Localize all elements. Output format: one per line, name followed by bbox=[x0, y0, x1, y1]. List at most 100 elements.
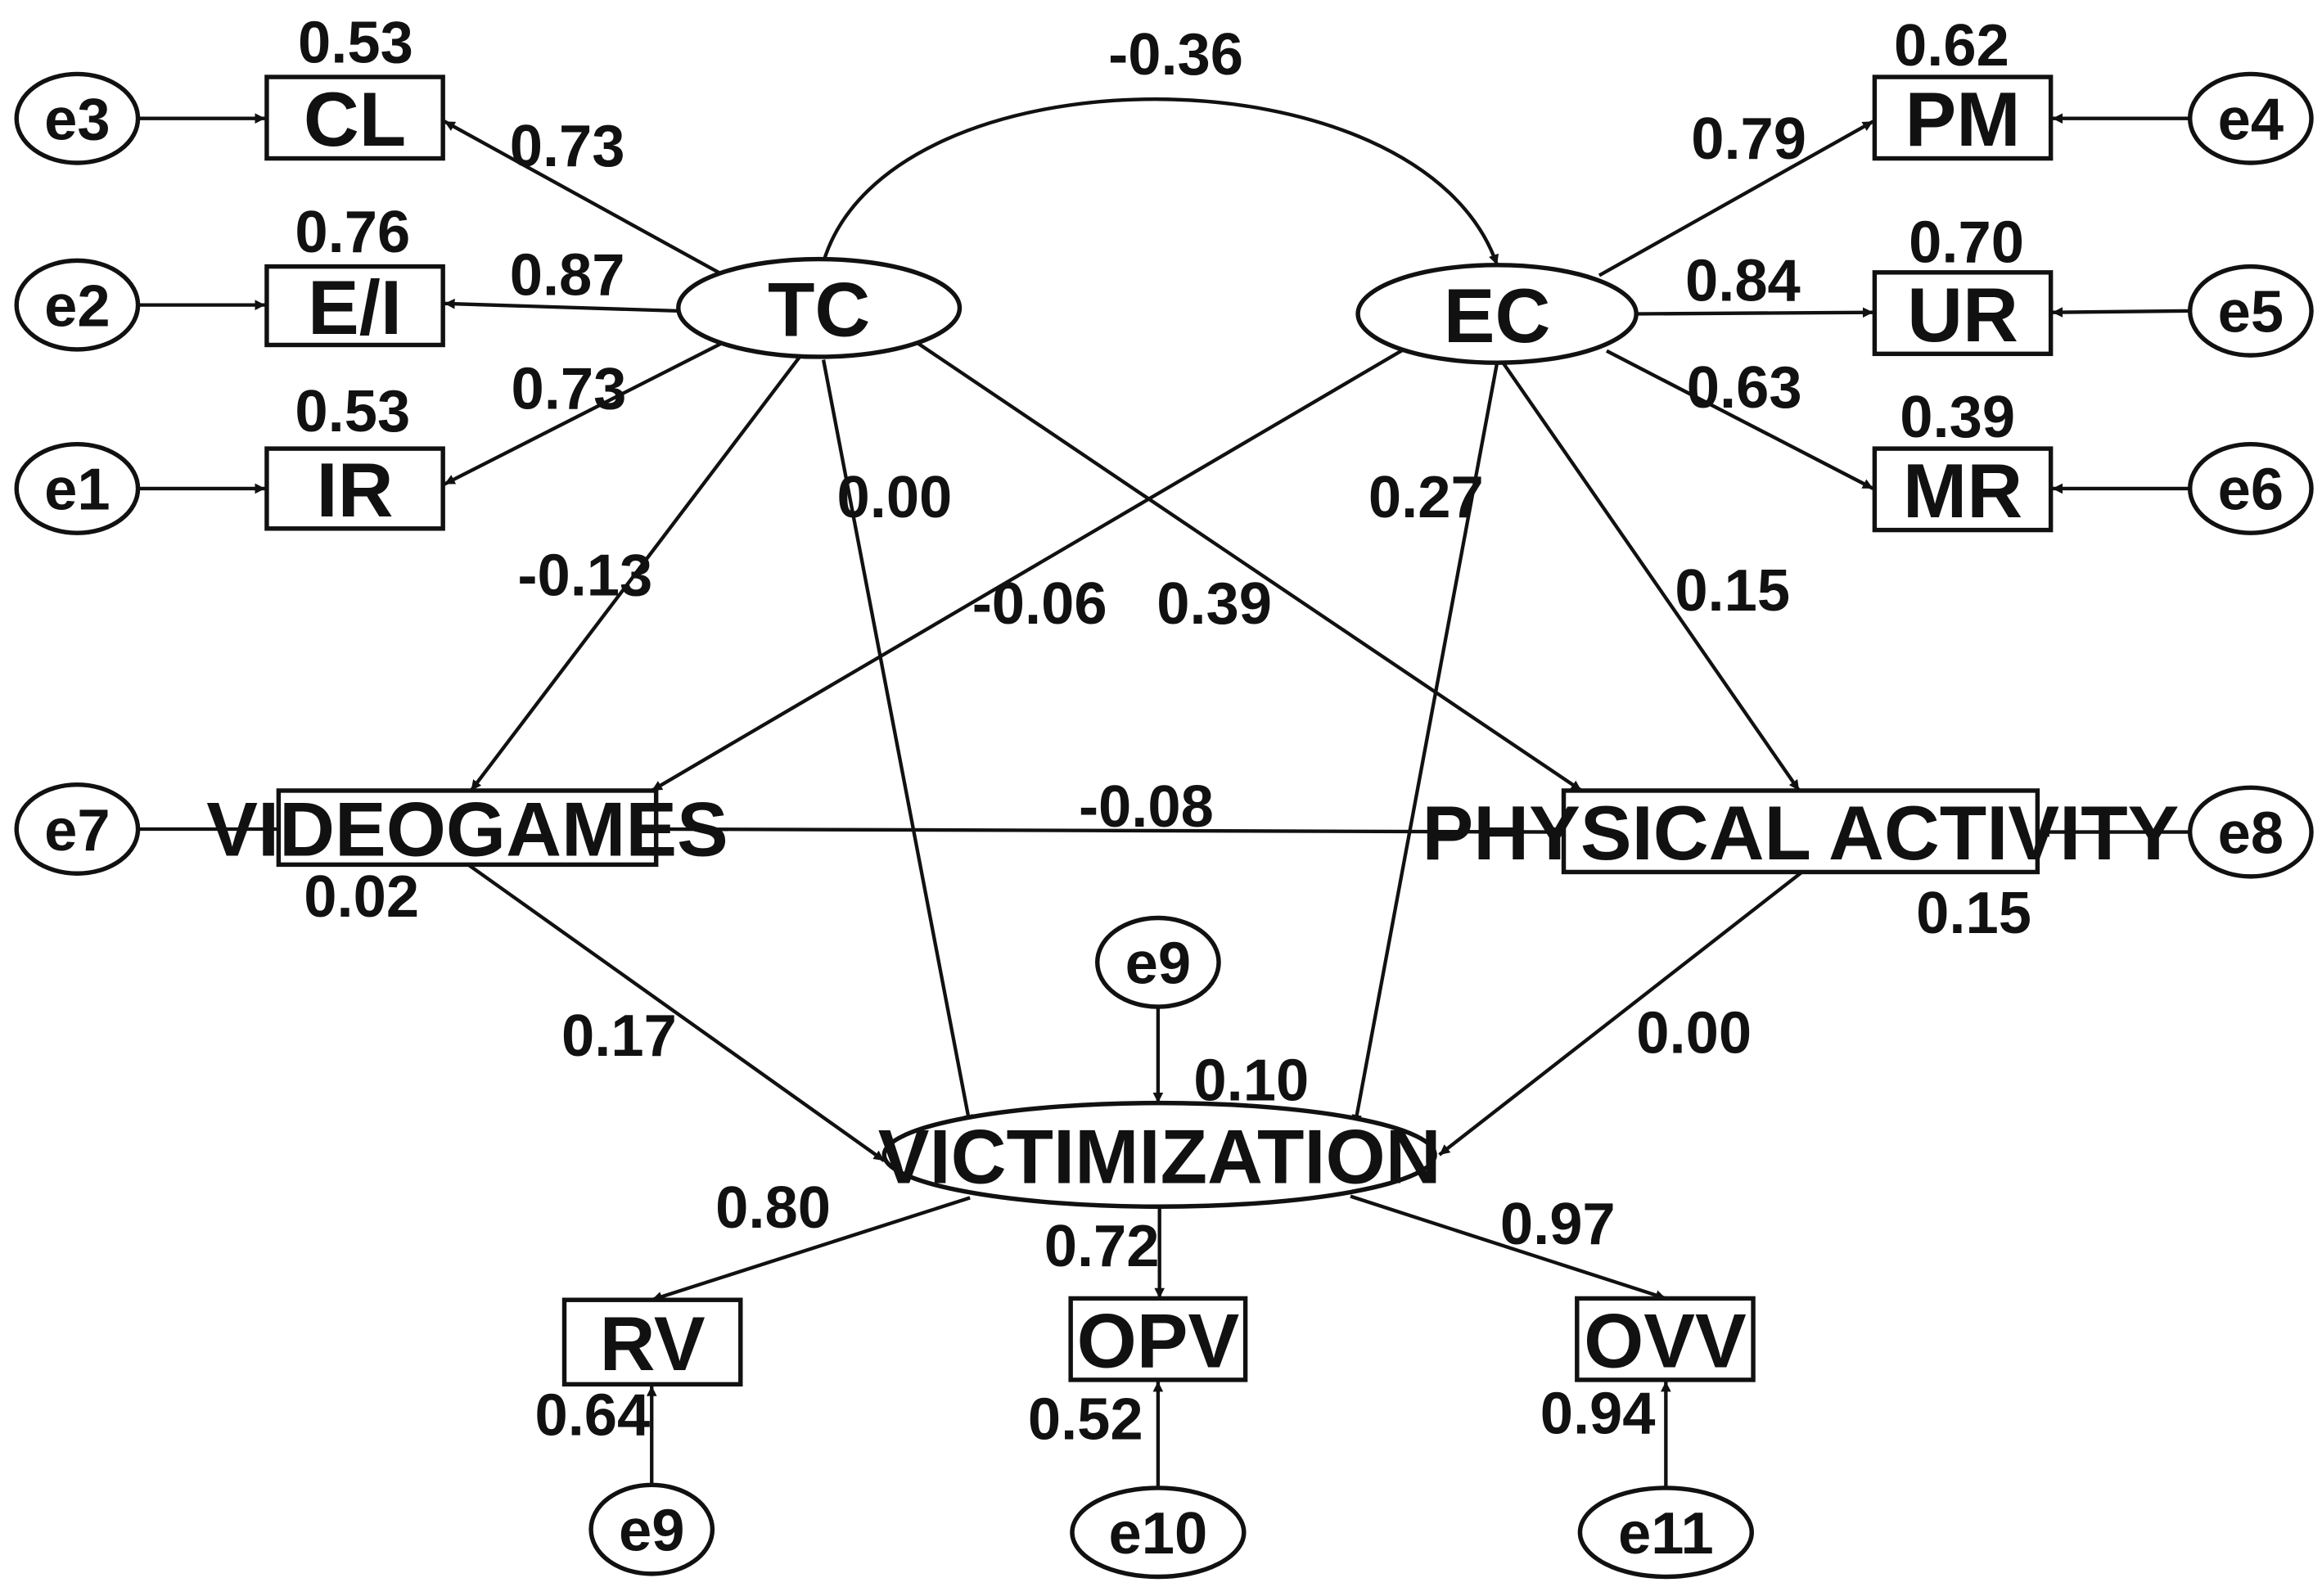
r-squared-ei: 0.76 bbox=[295, 200, 410, 265]
observed-variable-ur-label: UR bbox=[1907, 272, 2018, 358]
error-term-e4-ellipse bbox=[2187, 71, 2314, 165]
error-term-e7-ellipse bbox=[14, 782, 141, 876]
error-term-e6-label: e6 bbox=[2218, 458, 2284, 523]
error-term-e1-ellipse bbox=[14, 441, 141, 535]
coef-ec-to-vg: -0.06 bbox=[972, 571, 1107, 637]
r-squared-pa: 0.15 bbox=[1916, 881, 2031, 946]
error-term-e3-label: e3 bbox=[44, 88, 110, 153]
coef-tc-to-vic: 0.00 bbox=[836, 465, 952, 530]
observed-variable-pm-label: PM bbox=[1905, 76, 2020, 162]
r-squared-opv: 0.52 bbox=[1028, 1387, 1143, 1453]
r-squared-vic: 0.10 bbox=[1193, 1048, 1309, 1114]
coef-vg-to-pa: -0.08 bbox=[1079, 774, 1214, 840]
error-term-e9a-ellipse bbox=[1095, 915, 1221, 1009]
coef-tc-to-cl: 0.73 bbox=[510, 114, 625, 179]
r-squared-ir: 0.53 bbox=[295, 379, 410, 444]
edge-ec-to-ur bbox=[1634, 307, 1873, 318]
covariance-arc-tc-ec bbox=[815, 97, 1499, 274]
observed-variable-ir-label: IR bbox=[317, 447, 394, 533]
observed-variable-ei-box bbox=[264, 264, 445, 348]
observed-variable-pa-box bbox=[1561, 788, 2040, 875]
observed-variable-cl-box bbox=[264, 74, 445, 161]
edge-vg-to-vic bbox=[467, 863, 886, 1162]
r-squared-vg: 0.02 bbox=[304, 864, 419, 930]
observed-variable-ovv-label: OVV bbox=[1584, 1297, 1747, 1383]
node-layer bbox=[14, 71, 2314, 1580]
error-term-e10-ellipse bbox=[1070, 1486, 1247, 1580]
label-layer: -0.36 0.73 0.87 0.73 0.79 0.84 0.63 -0.13 0.00 0.… bbox=[44, 10, 2284, 1567]
error-term-e8-ellipse bbox=[2187, 785, 2314, 879]
coef-vic-to-rv: 0.80 bbox=[715, 1175, 831, 1241]
observed-variable-rv-label: RV bbox=[600, 1301, 706, 1386]
error-term-e4-label: e4 bbox=[2218, 88, 2284, 153]
edge-ec-to-mr bbox=[1605, 349, 1874, 490]
error-term-e9b-label: e9 bbox=[619, 1498, 684, 1563]
error-term-e5-label: e5 bbox=[2218, 280, 2284, 345]
edge-tc-to-vic bbox=[821, 359, 973, 1126]
observed-variable-vg-box bbox=[276, 788, 659, 868]
coef-ec-to-pm: 0.79 bbox=[1691, 106, 1806, 172]
coef-vic-to-ovv: 0.97 bbox=[1500, 1192, 1616, 1257]
edge-vg-to-pa bbox=[657, 827, 1564, 837]
latent-variable-ec-label: EC bbox=[1444, 273, 1551, 358]
observed-variable-ur-box bbox=[1872, 270, 2054, 357]
observed-variable-opv-label: OPV bbox=[1077, 1297, 1240, 1383]
edge-layer bbox=[138, 97, 2189, 1488]
error-term-e8-label: e8 bbox=[2218, 800, 2284, 866]
coef-tc-to-ei: 0.87 bbox=[510, 242, 625, 308]
error-term-e11-label: e11 bbox=[1618, 1501, 1714, 1567]
observed-variable-mr-box bbox=[1872, 446, 2054, 533]
coef-ec-to-vic: 0.27 bbox=[1368, 465, 1484, 530]
error-term-e6-ellipse bbox=[2187, 441, 2314, 535]
coef-ec-to-pa: 0.15 bbox=[1675, 558, 1790, 624]
r-squared-ovv: 0.94 bbox=[1540, 1382, 1656, 1447]
error-term-e7-label: e7 bbox=[44, 798, 110, 863]
coef-covariance-tc-ec: -0.36 bbox=[1108, 22, 1243, 88]
edge-e5-to-ur bbox=[2052, 307, 2189, 318]
error-term-e2-label: e2 bbox=[44, 273, 110, 339]
error-term-e2-ellipse bbox=[14, 258, 141, 352]
r-squared-cl: 0.53 bbox=[298, 10, 413, 75]
coef-tc-to-ir: 0.73 bbox=[512, 357, 627, 422]
observed-variable-ei-label: E/I bbox=[308, 264, 402, 350]
observed-variable-ir-box bbox=[264, 446, 445, 531]
observed-variable-rv-box bbox=[561, 1297, 743, 1387]
edge-tc-to-ei bbox=[444, 298, 679, 313]
observed-variable-mr-label: MR bbox=[1903, 448, 2022, 534]
observed-variable-pm-box bbox=[1872, 74, 2054, 161]
coef-ec-to-ur: 0.84 bbox=[1685, 249, 1801, 314]
observed-variable-ovv-box bbox=[1575, 1296, 1756, 1382]
error-term-e11-ellipse bbox=[1577, 1486, 1754, 1580]
observed-variable-cl-label: CL bbox=[304, 76, 406, 162]
edge-ec-to-vic bbox=[1351, 362, 1499, 1126]
edge-tc-to-ir bbox=[444, 341, 723, 486]
latent-variable-tc-label: TC bbox=[768, 267, 870, 353]
r-squared-mr: 0.39 bbox=[1900, 385, 2015, 450]
edge-tc-to-pa bbox=[917, 341, 1583, 792]
coef-vic-to-opv: 0.72 bbox=[1044, 1214, 1160, 1279]
coef-tc-to-vg: -0.13 bbox=[517, 543, 652, 609]
edge-vic-to-ovv bbox=[1350, 1194, 1667, 1301]
r-squared-rv: 0.64 bbox=[534, 1382, 650, 1448]
error-term-e10-label: e10 bbox=[1109, 1501, 1208, 1567]
coef-pa-to-vic: 0.00 bbox=[1636, 1001, 1752, 1066]
edge-ec-to-pm bbox=[1598, 119, 1874, 277]
error-term-e3-ellipse bbox=[14, 71, 141, 165]
r-squared-pm: 0.62 bbox=[1894, 13, 2009, 79]
edge-vic-to-rv bbox=[651, 1196, 971, 1302]
observed-variable-opv-box bbox=[1068, 1296, 1248, 1382]
coef-ec-to-mr: 0.63 bbox=[1687, 355, 1802, 421]
latent-variable-ec-ellipse bbox=[1355, 263, 1639, 365]
latent-variable-tc-ellipse bbox=[676, 256, 963, 359]
observed-variable-pa-label: PHYSICAL ACTIVITY bbox=[1422, 790, 2179, 876]
latent-variable-vic-label: VICTIMIZATION bbox=[878, 1113, 1441, 1199]
edge-ec-to-vg bbox=[651, 348, 1405, 792]
edge-tc-to-vg bbox=[469, 355, 801, 792]
latent-variable-vic-ellipse bbox=[881, 1100, 1437, 1209]
error-term-e9a-label: e9 bbox=[1125, 931, 1191, 997]
edge-pa-to-vic bbox=[1438, 870, 1804, 1156]
observed-variable-vg-label: VIDEOGAMES bbox=[206, 786, 728, 872]
coef-tc-to-pa: 0.39 bbox=[1156, 571, 1272, 637]
error-term-e1-label: e1 bbox=[44, 458, 110, 523]
